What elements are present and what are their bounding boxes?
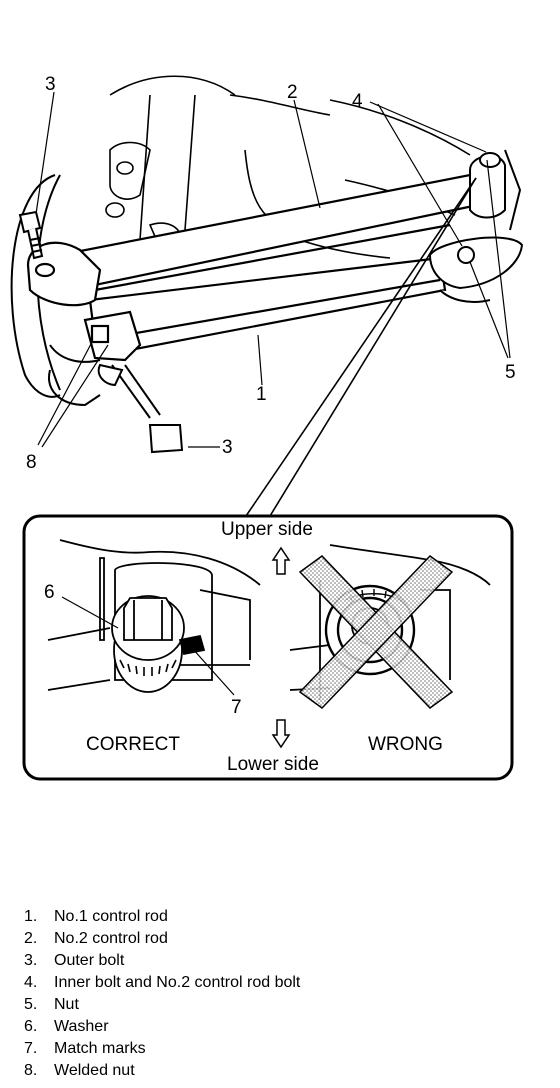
parts-legend: 1. No.1 control rod 2. No.2 control rod 3.… bbox=[24, 906, 300, 1082]
legend-label: Washer bbox=[54, 1018, 109, 1035]
legend-label: No.2 control rod bbox=[54, 930, 168, 947]
legend-number: 6. bbox=[24, 1018, 38, 1035]
callout-2: 2 bbox=[287, 82, 298, 103]
legend-label: Nut bbox=[54, 996, 79, 1013]
legend-number: 4. bbox=[24, 974, 38, 991]
legend-item: 5. Nut bbox=[24, 994, 300, 1016]
inset-upper-side-label: Upper side bbox=[221, 519, 313, 540]
legend-label: Welded nut bbox=[54, 1062, 135, 1079]
inner-bolt-assembly bbox=[428, 149, 524, 303]
correct-bolt-view bbox=[47, 539, 261, 693]
wrong-cross-mark-icon bbox=[298, 555, 454, 709]
legend-label: Outer bolt bbox=[54, 952, 125, 969]
legend-item: 7. Match marks bbox=[24, 1038, 300, 1060]
callout-3-top: 3 bbox=[45, 74, 56, 95]
callout-6: 6 bbox=[44, 582, 55, 603]
inset-wrong-label: WRONG bbox=[368, 734, 443, 755]
inset-lower-side-label: Lower side bbox=[227, 754, 319, 775]
inset-leader-lines bbox=[61, 596, 235, 696]
legend-label: Inner bolt and No.2 control rod bolt bbox=[54, 974, 301, 991]
legend-number: 7. bbox=[24, 1040, 38, 1057]
inset-pointer bbox=[245, 177, 477, 517]
callout-1: 1 bbox=[256, 384, 267, 405]
legend-item: 3. Outer bolt bbox=[24, 950, 300, 972]
arrow-up-icon bbox=[271, 546, 291, 575]
inset-correct-label: CORRECT bbox=[86, 734, 180, 755]
callout-7: 7 bbox=[231, 697, 242, 718]
callout-5: 5 bbox=[505, 362, 516, 383]
legend-number: 5. bbox=[24, 996, 38, 1013]
outer-bolt-top bbox=[18, 210, 44, 260]
legend-number: 2. bbox=[24, 930, 38, 947]
legend-item: 6. Washer bbox=[24, 1016, 300, 1038]
legend-number: 1. bbox=[24, 908, 38, 925]
legend-number: 8. bbox=[24, 1062, 38, 1079]
callout-3-bottom: 3 bbox=[222, 437, 233, 458]
legend-item: 2. No.2 control rod bbox=[24, 928, 300, 950]
legend-number: 3. bbox=[24, 952, 38, 969]
legend-label: Match marks bbox=[54, 1040, 146, 1057]
outer-bolt-bottom bbox=[97, 363, 184, 454]
legend-item: 4. Inner bolt and No.2 control rod bolt bbox=[24, 972, 300, 994]
arrow-down-icon bbox=[271, 719, 291, 749]
legend-item: 1. No.1 control rod bbox=[24, 906, 300, 928]
callout-4: 4 bbox=[352, 91, 363, 112]
suspension-diagram: 3 2 4 5 1 3 8 Upper side CORRECT WRONG L… bbox=[10, 74, 524, 781]
legend-item: 8. Welded nut bbox=[24, 1060, 300, 1082]
callout-8: 8 bbox=[26, 452, 37, 473]
leader-lines bbox=[35, 91, 511, 448]
legend-label: No.1 control rod bbox=[54, 908, 168, 925]
